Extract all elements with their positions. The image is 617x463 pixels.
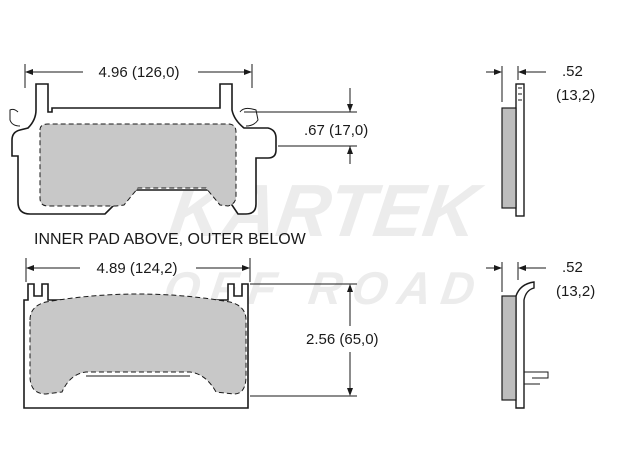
inner-tab-height-dimension: .67 (17,0) (244, 88, 368, 164)
outer-side-friction (501, 295, 517, 401)
outer-pad-side-view (501, 281, 549, 409)
outer-thickness-label-1: .52 (562, 259, 583, 276)
inner-side-thickness-dimension: .52 (13,2) (486, 63, 595, 104)
inner-friction-material (39, 123, 237, 207)
outer-side-clip (524, 371, 549, 385)
outer-thickness-label-2: (13,2) (556, 283, 595, 300)
inner-side-backing (515, 83, 525, 217)
outer-height-dimension: 2.56 (65,0) (250, 283, 379, 397)
outer-friction-material (29, 293, 247, 395)
outer-height-label: 2.56 (65,0) (306, 331, 379, 348)
outer-width-dimension: 4.89 (124,2) (25, 258, 251, 282)
inner-pad-front-view (9, 83, 277, 215)
inner-width-label: 4.96 (126,0) (99, 64, 180, 81)
outer-side-thickness-dimension: .52 (13,2) (486, 259, 595, 300)
inner-tab-height-label: .67 (17,0) (304, 122, 368, 139)
inner-pad-side-view (501, 83, 525, 217)
inner-thickness-label-2: (13,2) (556, 87, 595, 104)
outer-pad-front-view (23, 283, 249, 409)
inner-width-dimension: 4.96 (126,0) (24, 64, 253, 88)
caption: INNER PAD ABOVE, OUTER BELOW (34, 231, 307, 248)
inner-thickness-label-1: .52 (562, 63, 583, 80)
inner-side-friction (501, 107, 517, 209)
inner-left-tab (9, 108, 21, 127)
outer-side-backing (515, 281, 535, 409)
inner-right-tab (239, 107, 259, 127)
watermark: KARTEK OFF ROAD (161, 169, 489, 314)
outer-width-label: 4.89 (124,2) (97, 260, 178, 277)
